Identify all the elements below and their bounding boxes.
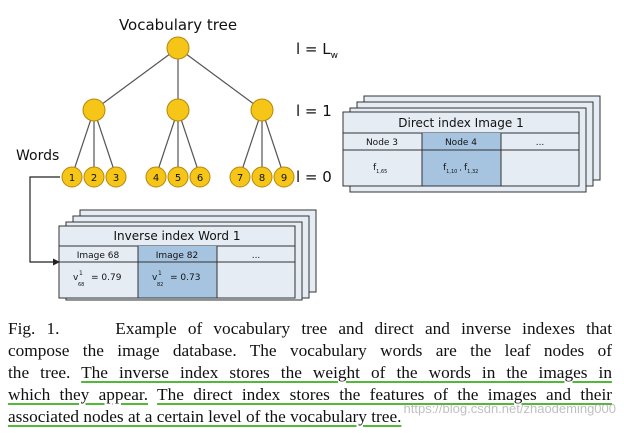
leaf-word-node [189,166,211,188]
tree-inner-nodes [82,36,274,122]
watermark-text: https://blog.csdn.net/zhaodeming000 [403,401,616,416]
inverse-weight-value: = 0.79 [91,273,122,283]
direct-cell-feature: f1,65 [373,163,387,175]
leaf-word-label: 8 [259,173,265,184]
caption-direct-sentence-a: The direct index stores the features of … [157,385,612,404]
inverse-weight-symbol: v [73,273,79,283]
inverse-weight-value: = 0.73 [170,273,200,283]
leaf-word-node [251,166,273,188]
leaf-word-label: 1 [69,173,75,184]
leaf-word-nodes: 1 2 3 4 5 6 7 8 9 [61,166,295,188]
caption-inverse-sentence-b: which they appear. [8,385,149,404]
leaf-word-label: 5 [175,173,181,184]
inverse-col-header: Image 68 [77,251,120,261]
inverse-weight-sup: 1 [79,270,83,277]
words-arrow [29,176,60,263]
caption-inverse-sentence-a: The inverse index stores the weight of t… [81,363,612,382]
inverse-weight-sub: 68 [78,282,84,288]
direct-index-title: Direct index Image 1 [398,116,523,130]
inverse-col-header: ... [252,251,261,261]
leaf-word-node [145,166,167,188]
level-label-leaf: l = 0 [296,168,332,186]
leaf-word-node [273,166,295,188]
level1-node [250,98,274,122]
caption-line-5: associated nodes at a certain level of t… [8,406,612,428]
caption-line-3: the tree. The inverse index stores the w… [8,363,612,382]
leaf-word-node [105,166,127,188]
inverse-weight-symbol: v [152,273,158,283]
tree-title: Vocabulary tree [119,16,237,34]
leaf-word-node [167,166,189,188]
caption-line-4: which they appear. The direct index stor… [8,384,612,406]
words-label: Words [16,148,59,164]
root-node [166,36,190,60]
leaf-word-label: 3 [113,173,119,184]
leaf-word-node [61,166,83,188]
inverse-index-title: Inverse index Word 1 [114,229,241,243]
direct-index-stack: Direct index Image 1 Node 3 Node 4 ... f… [342,95,601,193]
direct-col-header: Node 3 [366,138,398,148]
leaf-word-label: 6 [197,173,203,184]
leaf-word-label: 9 [281,173,287,184]
leaf-word-label: 2 [91,173,97,184]
words-arrowhead [53,258,60,266]
level-label-top: l = Lw [296,40,338,61]
caption-direct-sentence-b: associated nodes at a certain level of t… [8,407,402,426]
leaf-word-label: 4 [153,173,159,184]
caption-line-2: compose the image database. The vocabula… [8,341,612,360]
caption-label: Fig. 1. [8,319,60,338]
inverse-weight-sub: 82 [157,282,163,288]
inverse-weight-sup: 1 [158,270,162,277]
inverse-index-stack: Inverse index Word 1 Image 68 Image 82 .… [58,209,317,301]
figure-diagram: Vocabulary tree 1 2 3 4 5 6 7 8 9 l = Lw l = 1 l… [16,16,601,301]
direct-col-header: ... [536,138,545,148]
figure-caption: Fig. 1. Example of vocabulary tree and d… [8,318,612,428]
caption-line-1: Fig. 1. Example of vocabulary tree and d… [8,319,613,338]
leaf-word-node [83,166,105,188]
level-label-mid: l = 1 [296,102,332,120]
direct-col-header: Node 4 [445,138,477,148]
direct-cell-features: f1,10 , f1,32 [443,163,478,175]
inverse-col-header: Image 82 [156,251,199,261]
leaf-word-label: 7 [237,173,243,184]
level1-node [82,98,106,122]
level1-node [166,98,190,122]
leaf-word-node [229,166,251,188]
